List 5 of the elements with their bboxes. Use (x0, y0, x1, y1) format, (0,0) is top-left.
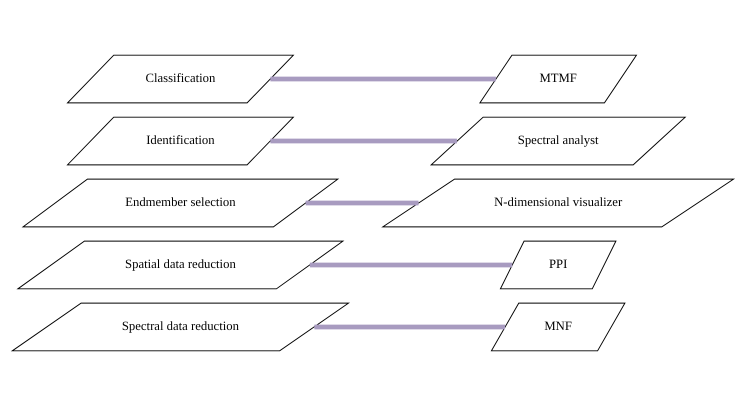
connector (306, 200, 419, 205)
connector (270, 138, 457, 143)
connector (310, 262, 512, 267)
connector (314, 324, 506, 329)
connector (270, 76, 496, 81)
